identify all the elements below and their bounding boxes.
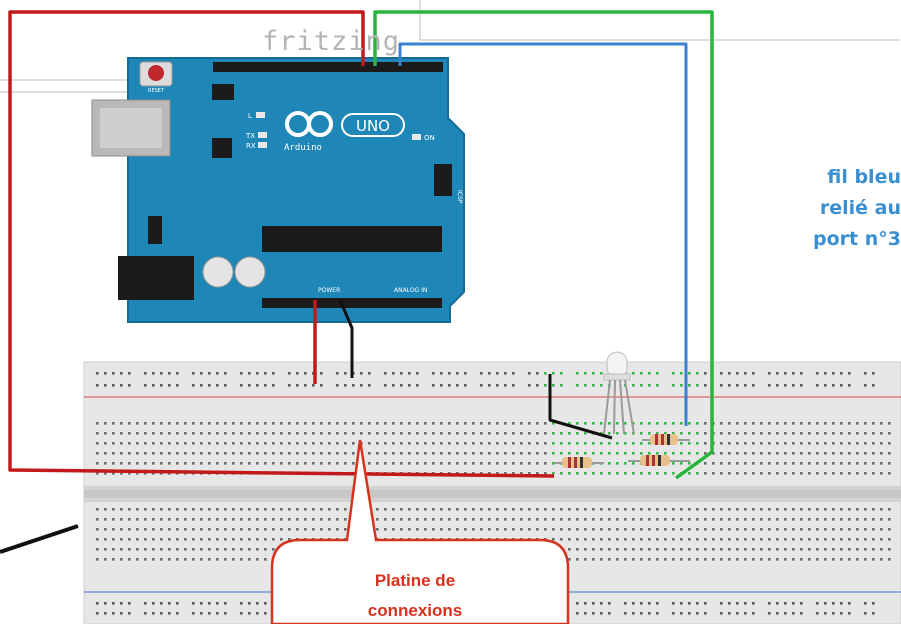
arduino-board: RESET UNO Arduino L TX RX: [91, 57, 465, 323]
uno-logo-text: UNO: [356, 117, 390, 135]
annotation-line: relié au: [819, 197, 901, 219]
blue-wire: [398, 42, 688, 426]
annotation-line: fil bleu: [827, 166, 901, 188]
blue-wire-annotation: fil bleu relié au port n°3: [748, 162, 901, 255]
resistor: [628, 455, 690, 466]
brand-label: Arduino: [284, 143, 322, 153]
background-frame: [0, 0, 900, 93]
power-label: POWER: [318, 287, 340, 294]
reset-label: RESET: [148, 88, 165, 94]
digital-header: [213, 62, 443, 72]
tx-label: TX: [245, 132, 255, 140]
rgb-led: [603, 351, 635, 435]
microcontroller-chip: [262, 226, 442, 252]
callout-line: Platine de: [374, 571, 456, 590]
capacitor: [202, 256, 234, 288]
dc-jack: [118, 256, 194, 300]
callout-line: connexions: [367, 601, 463, 620]
breadboard-callout-text: Platine de connexions: [300, 566, 530, 626]
l-label: L: [248, 112, 252, 120]
resistor: [554, 457, 604, 468]
red-wire: [8, 10, 555, 478]
capacitor: [234, 256, 266, 288]
icsp-label: ICSP: [456, 190, 463, 204]
resistor: [642, 434, 690, 445]
black-wire: [0, 299, 613, 554]
green-wire: [373, 10, 714, 480]
analog-label: ANALOG IN: [394, 287, 427, 294]
on-label: ON: [424, 134, 435, 142]
fritzing-watermark: fritzing: [262, 26, 401, 57]
annotation-line: port n°3: [813, 228, 901, 250]
power-header: [262, 298, 442, 308]
arduino-logo: UNO Arduino: [284, 111, 405, 153]
rx-label: RX: [246, 142, 256, 150]
callout-bubble: [270, 439, 570, 624]
